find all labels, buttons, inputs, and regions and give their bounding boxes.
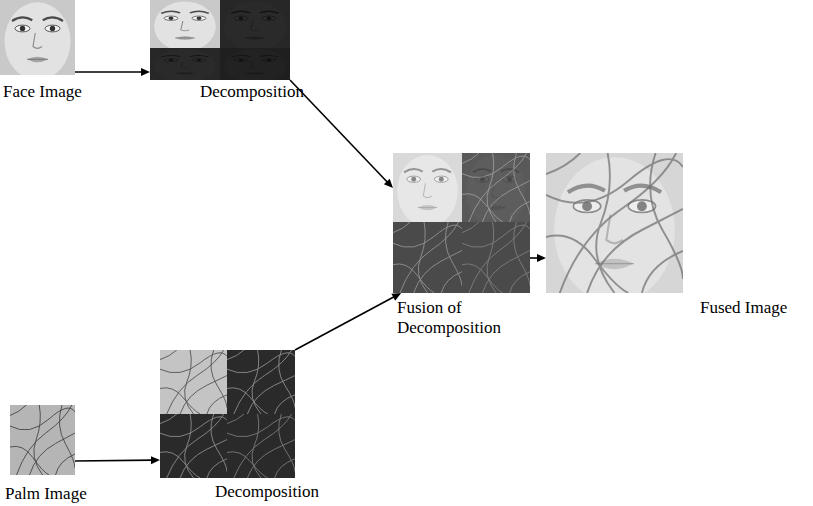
arrowhead: [141, 68, 150, 76]
decomposition-image: Decomposition: [150, 0, 290, 80]
image-caption: Decomposition: [215, 482, 319, 502]
face-decomposition: [150, 0, 290, 82]
decomposition-image: Decomposition: [160, 350, 295, 478]
image-caption: Decomposition: [200, 82, 304, 102]
connector-line: [75, 71, 143, 73]
arrowhead: [384, 179, 393, 188]
arrow-connector: [75, 456, 160, 464]
palm-photo: [10, 405, 75, 475]
connector-line: [295, 296, 395, 350]
fused-photo: [546, 153, 683, 303]
fused-image: Fused Image: [546, 153, 683, 293]
arrowhead: [537, 254, 546, 262]
arrowhead: [151, 456, 160, 464]
arrow-connector: [290, 80, 393, 188]
connector-line: [75, 459, 153, 461]
image-caption: Fusion of Decomposition: [397, 298, 527, 338]
arrow-connector: [295, 293, 401, 350]
palm-decomposition: [160, 350, 295, 478]
face-image: Face Image: [0, 0, 75, 75]
fusion-image: Fusion of Decomposition: [393, 153, 530, 293]
arrow-connector: [75, 68, 150, 76]
face-photo: [0, 0, 75, 80]
image-caption: Fused Image: [700, 298, 787, 318]
palm-image: Palm Image: [10, 405, 75, 475]
fused-decomposition: [393, 153, 530, 293]
arrow-connector: [530, 254, 546, 262]
connector-line: [290, 80, 388, 183]
image-caption: Palm Image: [5, 484, 87, 504]
image-caption: Face Image: [3, 82, 82, 102]
